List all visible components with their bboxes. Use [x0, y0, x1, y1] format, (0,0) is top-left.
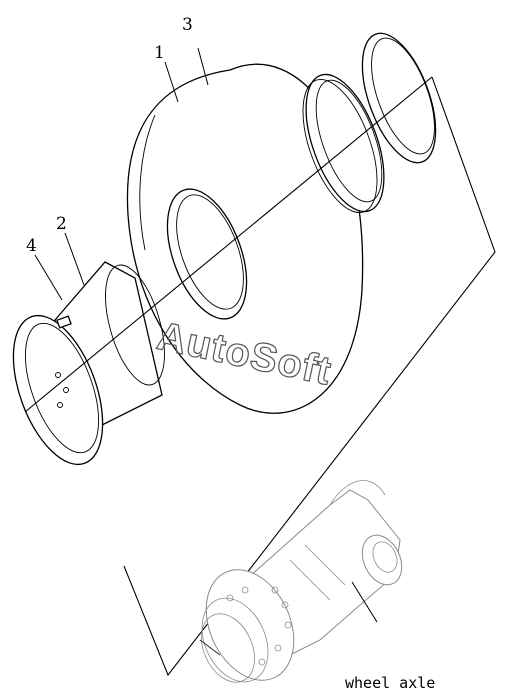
wheel-axle-caption: wheel axle [345, 674, 435, 692]
tire [126, 63, 364, 414]
rim-valve-slot [56, 315, 72, 329]
callout-leader-3 [197, 47, 209, 86]
rim-inner-flange [105, 264, 165, 386]
callout-leader-2 [64, 232, 85, 286]
assembly-axis-line [24, 76, 433, 413]
lock-rings [302, 32, 437, 214]
rim-outer-flange [12, 314, 104, 466]
callout-4: 4 [26, 236, 37, 256]
lock-ring-outer [305, 73, 385, 213]
callout-3: 3 [182, 15, 193, 35]
callout-1: 1 [154, 43, 165, 63]
callout-leader-1 [164, 61, 179, 103]
callout-leader-axle [351, 581, 378, 623]
callout-leader-4 [34, 254, 63, 301]
seal-ring [361, 32, 437, 164]
assembly-boundary-line [123, 76, 496, 677]
callout-2: 2 [56, 214, 67, 234]
wheel-axle-illustration [199, 480, 403, 683]
rim [12, 261, 165, 466]
